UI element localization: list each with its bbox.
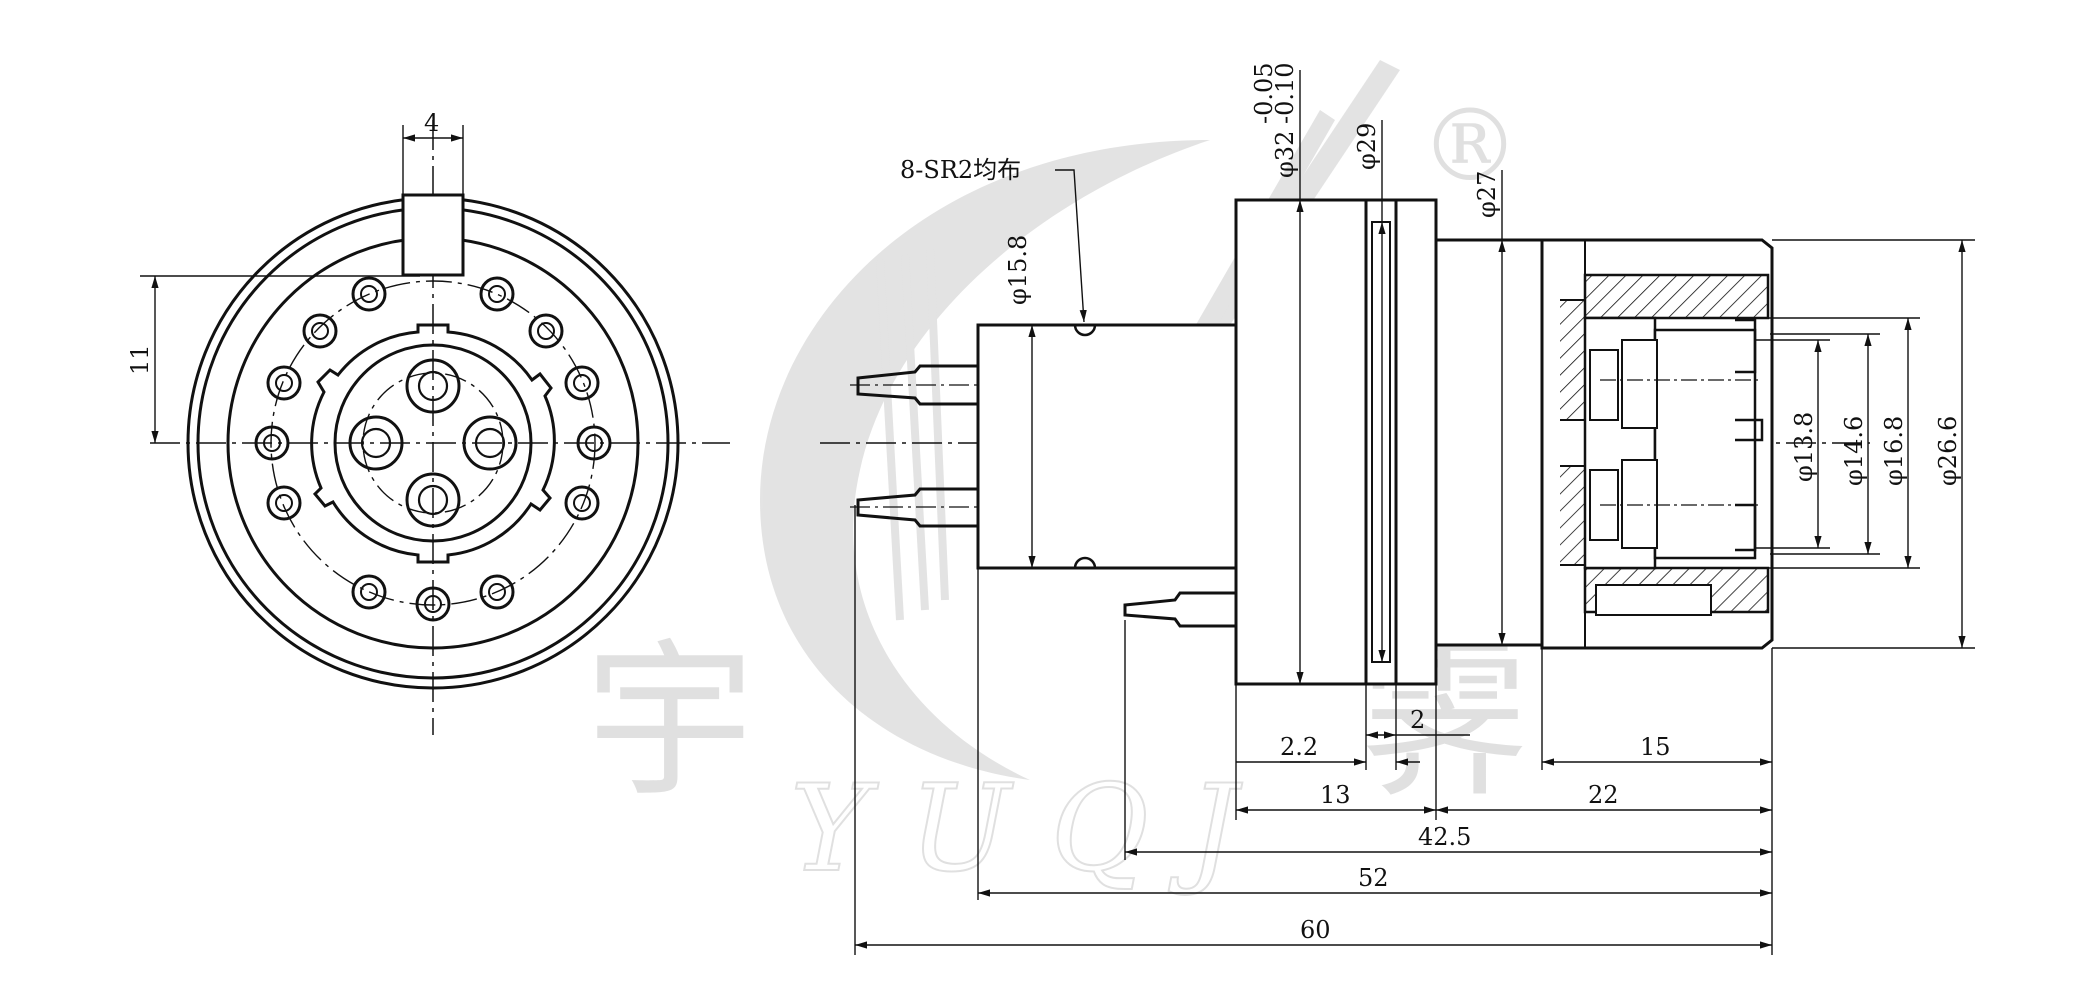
main-pin [405, 472, 461, 528]
dim-len-42-5-label: 42.5 [1418, 823, 1471, 851]
contact-hole [479, 574, 515, 610]
dim-len-60-label: 60 [1300, 916, 1331, 944]
dim-4-label: 4 [424, 109, 439, 137]
watermark-logo-lines [876, 249, 949, 621]
dim-d-thread: φ27 [1473, 170, 1506, 645]
dim-11-label: 11 [126, 344, 154, 375]
front-contact-holes [254, 276, 612, 622]
dim-d-body: φ15.8 [1004, 235, 1036, 568]
dim-slot-width: 4 [402, 109, 464, 200]
watermark-char-1: 宇 [585, 623, 755, 821]
contact-hole [266, 365, 302, 401]
dim-d-13-8-label: φ13.8 [1790, 412, 1818, 482]
contact-hole [564, 485, 600, 521]
front-bolt-circle [270, 280, 596, 606]
dim-d-thread-label: φ27 [1473, 171, 1501, 218]
contact-hole [351, 276, 387, 312]
flange [1234, 198, 1368, 686]
contact-hole [266, 485, 302, 521]
dim-len-15: 15 [1542, 733, 1772, 766]
main-pin [405, 358, 461, 414]
thread-neck [1434, 238, 1544, 647]
contact-hole [528, 313, 564, 349]
dim-len-15-label: 15 [1640, 733, 1671, 761]
dim-d-flange: φ32 -0.10 -0.05 [1250, 62, 1304, 684]
dim-d-14-6-label: φ14.6 [1840, 416, 1868, 486]
dim-d-16-8: φ16.8 [1760, 317, 1920, 569]
dim-d-groove: φ29 [1353, 120, 1386, 662]
dim-d-26-6: φ26.6 [1772, 239, 1975, 649]
contact-hole [254, 425, 290, 461]
dim-len-52: 52 [978, 864, 1772, 897]
front-view: 4 11 [126, 109, 730, 735]
contact-hole [415, 586, 451, 622]
dim-len-2-2: 2.2 [1236, 733, 1420, 766]
dim-len-42-5: 42.5 [1125, 823, 1772, 856]
watermark-registered-mark: ® [1420, 87, 1520, 204]
rear-body [976, 323, 1238, 570]
dim-len-52-label: 52 [1358, 864, 1389, 892]
contact-hole [351, 574, 387, 610]
front-key-slot [401, 193, 465, 277]
solder-pins [850, 364, 1248, 628]
watermark-script: YUQJ [790, 760, 1277, 899]
contact-hole [302, 313, 338, 349]
dim-len-22-label: 22 [1588, 781, 1619, 809]
dim-len-60: 60 [855, 916, 1772, 949]
front-main-pins [348, 358, 518, 528]
dim-d-body-label: φ15.8 [1004, 235, 1032, 305]
main-pin [462, 415, 518, 471]
callout-8-sr2: 8-SR2均布 [900, 156, 1087, 323]
dim-d-26-6-label: φ26.6 [1934, 416, 1962, 486]
dim-len-2: 2 [1366, 706, 1470, 739]
dim-len-2-2-label: 2.2 [1280, 733, 1318, 761]
main-pin [348, 415, 404, 471]
dim-extension-lines [854, 505, 1773, 955]
dim-d-groove-label: φ29 [1353, 123, 1381, 170]
side-view: 8-SR2均布 φ15.8 φ32 -0.10 -0.05 φ29 φ27 [820, 62, 1975, 955]
dim-d-flange-tol-upper: -0.05 [1250, 62, 1278, 124]
watermark-logo-crescent [760, 140, 1210, 780]
front-shell-section [1540, 238, 1774, 650]
dim-d-13-8: φ13.8 [1755, 339, 1830, 549]
dim-slot-height: 11 [126, 275, 420, 443]
dim-len-2-label: 2 [1410, 706, 1425, 734]
dim-len-13-label: 13 [1320, 781, 1351, 809]
callout-8-sr2-label: 8-SR2均布 [900, 156, 1021, 184]
dim-len-22: 22 [1436, 781, 1772, 814]
contact-hole [479, 276, 515, 312]
contact-hole [564, 365, 600, 401]
dim-len-13: 13 [1236, 781, 1436, 814]
contact-hole [576, 425, 612, 461]
dim-d-flange-label: φ32 [1271, 131, 1299, 178]
dim-d-flange-tol-lower: -0.10 [1271, 62, 1299, 124]
dim-d-16-8-label: φ16.8 [1880, 416, 1908, 486]
dim-d-14-6: φ14.6 [1770, 333, 1880, 555]
